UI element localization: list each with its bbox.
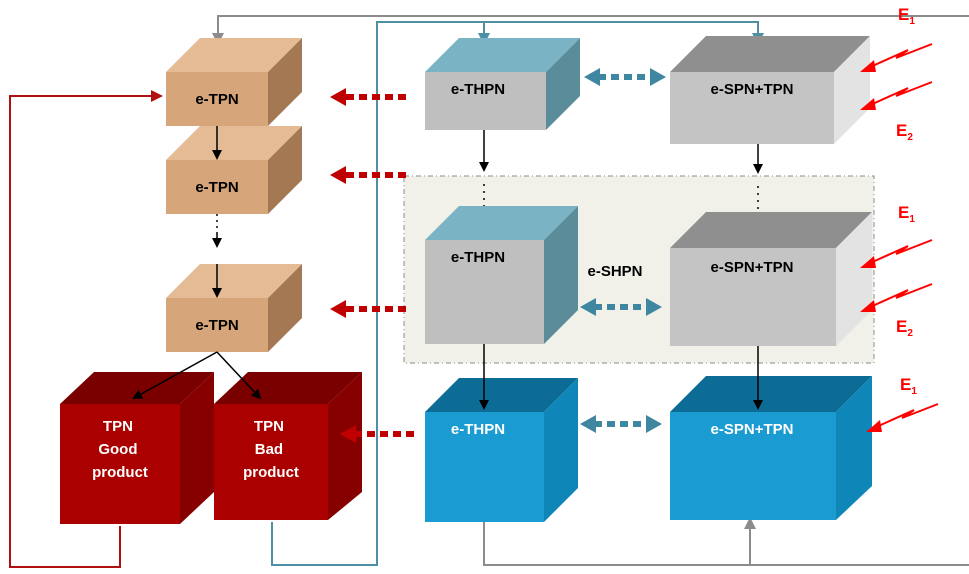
event-label-e1-top: E1 bbox=[898, 5, 915, 27]
bad-product-block: TPN Bad product bbox=[214, 372, 362, 520]
good-line-2: Good bbox=[98, 441, 137, 458]
ethpn-label-3: e-THPN bbox=[451, 421, 505, 438]
gray-feedback-top bbox=[212, 15, 969, 45]
good-line-3: product bbox=[92, 464, 148, 481]
dotted-teal-arrow-1 bbox=[584, 68, 666, 86]
red-feedback-line bbox=[9, 90, 163, 568]
event-bolt-1 bbox=[860, 43, 933, 72]
event-label-e1-mid: E1 bbox=[898, 203, 915, 225]
good-product-block: TPN Good product bbox=[60, 372, 214, 524]
flow-tpn3-good bbox=[132, 351, 218, 399]
dotted-red-arrow-4 bbox=[340, 425, 414, 443]
espn-label-2: e-SPN+TPN bbox=[711, 259, 794, 276]
espn-block-2: e-SPN+TPN bbox=[670, 212, 872, 346]
ethpn-label-1: e-THPN bbox=[451, 81, 505, 98]
ethpn-block-1: e-THPN bbox=[425, 38, 580, 130]
dotted-red-arrow-2 bbox=[330, 166, 406, 184]
svg-text:TPN Bad product: TPN Bad product bbox=[243, 418, 299, 481]
gray-feedback-bottom bbox=[483, 522, 969, 566]
etpn-label-1: e-TPN bbox=[195, 91, 238, 108]
bad-line-3: product bbox=[243, 464, 299, 481]
etpn-block-1: e-TPN bbox=[166, 38, 302, 126]
event-label-e1-bottom: E1 bbox=[900, 375, 917, 397]
espn-label-1: e-SPN+TPN bbox=[711, 81, 794, 98]
etpn-block-3: e-TPN bbox=[166, 264, 302, 352]
svg-text:TPN Good product: TPN Good product bbox=[92, 418, 148, 481]
espn-block-1: e-SPN+TPN bbox=[670, 36, 870, 144]
etpn-block-2: e-TPN bbox=[166, 126, 302, 214]
event-label-e2-top: E2 bbox=[896, 121, 913, 143]
flow-tpn3-bad bbox=[216, 351, 262, 400]
good-line-1: TPN bbox=[103, 418, 133, 435]
event-bolt-5 bbox=[866, 403, 939, 432]
dotted-teal-arrow-3 bbox=[580, 415, 662, 433]
bad-line-2: Bad bbox=[255, 441, 283, 458]
dotted-teal-arrow-2 bbox=[580, 298, 662, 316]
ethpn-block-3: e-THPN bbox=[425, 378, 578, 522]
etpn-label-3: e-TPN bbox=[195, 317, 238, 334]
event-bolt-3 bbox=[860, 239, 933, 268]
bad-line-1: TPN bbox=[254, 418, 284, 435]
dotted-red-arrow-1 bbox=[330, 88, 406, 106]
dotted-red-arrow-3 bbox=[330, 300, 406, 318]
espn-block-3: e-SPN+TPN bbox=[670, 376, 872, 520]
ethpn-label-2: e-THPN bbox=[451, 249, 505, 266]
teal-feedback-line bbox=[271, 21, 764, 566]
event-bolt-2 bbox=[860, 81, 933, 110]
eshpn-label: e-SHPN bbox=[587, 263, 642, 280]
ethpn-block-2: e-THPN bbox=[425, 206, 578, 344]
event-bolt-4 bbox=[860, 283, 933, 312]
etpn-label-2: e-TPN bbox=[195, 179, 238, 196]
event-label-e2-mid: E2 bbox=[896, 317, 913, 339]
espn-label-3: e-SPN+TPN bbox=[711, 421, 794, 438]
